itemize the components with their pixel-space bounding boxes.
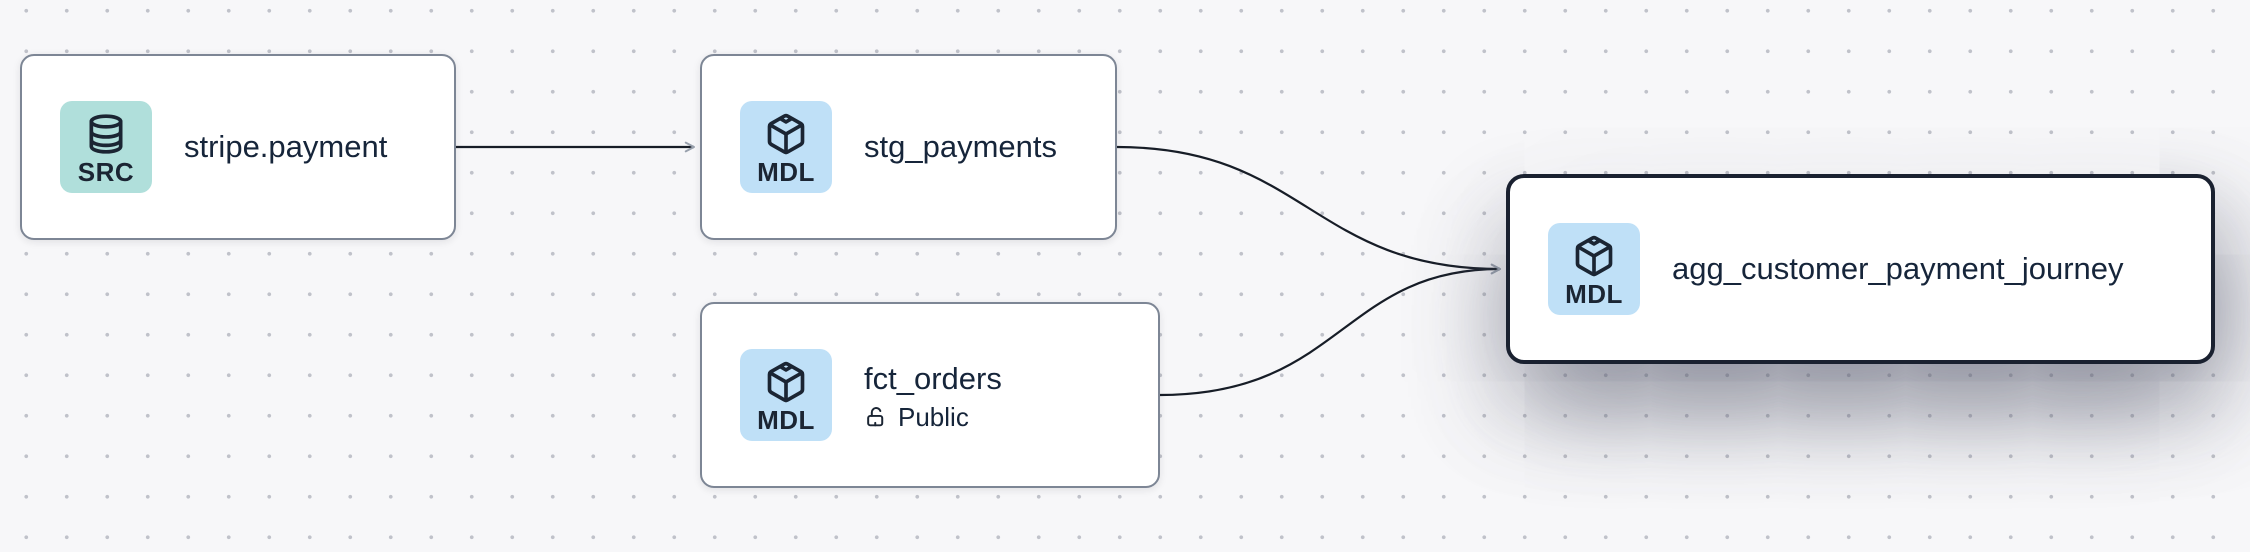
model-type-badge: MDL <box>740 349 832 441</box>
badge-label: MDL <box>757 404 815 435</box>
model-type-badge: MDL <box>740 101 832 193</box>
node-label: stripe.payment <box>184 129 388 165</box>
node-label: fct_orders <box>864 360 1002 396</box>
node-stg-payments[interactable]: MDL stg_payments <box>700 54 1117 240</box>
box-icon <box>767 361 805 402</box>
badge-label: MDL <box>757 156 815 187</box>
badge-label: SRC <box>77 156 135 187</box>
node-label: agg_customer_payment_journey <box>1672 251 2124 287</box>
box-icon <box>767 113 805 154</box>
database-icon <box>89 113 123 154</box>
node-agg-customer-payment-journey[interactable]: MDL agg_customer_payment_journey <box>1506 174 2215 364</box>
edge-fct-orders-to-agg-customer-payment-journey[interactable] <box>1159 263 1501 397</box>
source-type-badge: SRC <box>60 101 152 193</box>
model-type-badge: MDL <box>1548 223 1640 315</box>
edge-stg-payments-to-agg-customer-payment-journey[interactable] <box>1116 145 1501 275</box>
node-stripe-payment[interactable]: SRC stripe.payment <box>20 54 456 240</box>
lock-open-icon <box>867 406 884 426</box>
access-label: Public <box>898 402 969 433</box>
badge-label: MDL <box>1565 278 1623 309</box>
node-fct-orders[interactable]: MDL fct_orders Public <box>700 302 1160 488</box>
box-icon <box>1575 235 1613 276</box>
access-row: Public <box>864 404 1002 430</box>
node-label: stg_payments <box>864 129 1057 165</box>
